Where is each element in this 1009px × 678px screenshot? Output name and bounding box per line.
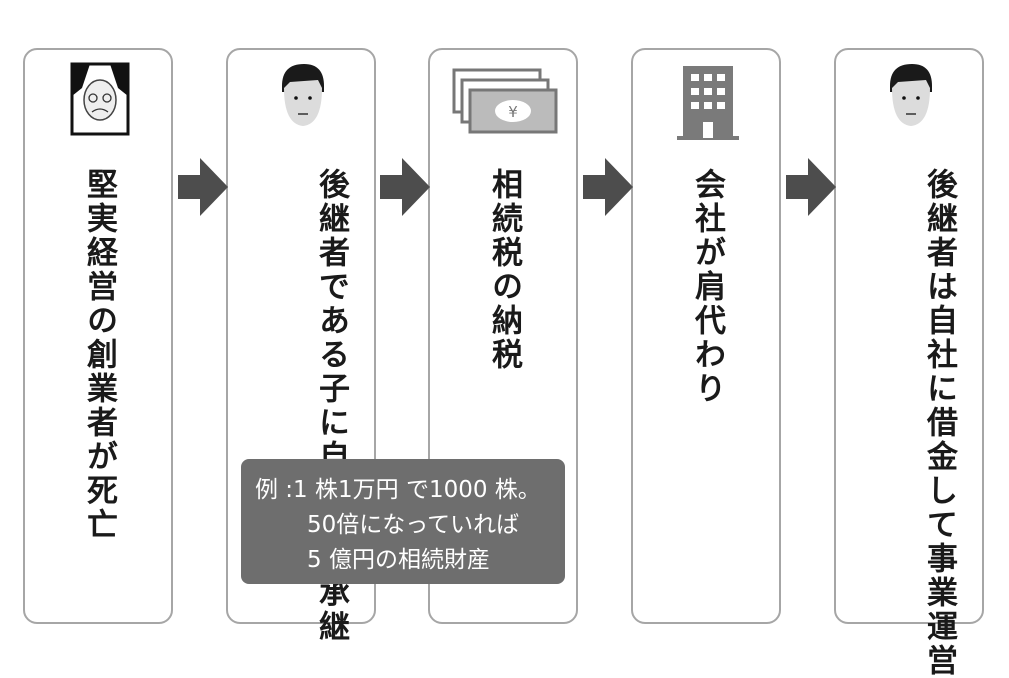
note-line-2: 50倍になっていれば — [307, 512, 520, 538]
man-face-icon — [282, 64, 324, 126]
step-text-1: 堅実経営の創業者が死亡 — [81, 168, 117, 542]
portrait-icon — [70, 62, 130, 136]
arrow-right-icon — [583, 158, 633, 216]
example-note: 例 :1 株1万円 で1000 株。 50倍になっていれば 5 億円の相続財産 — [241, 459, 565, 584]
step-text-2: 後継者である子に自社株を承継 — [313, 168, 349, 644]
step-card-4: 会社が肩代わり — [631, 48, 781, 624]
svg-text:¥: ¥ — [508, 103, 518, 121]
office-building-icon — [677, 66, 739, 140]
arrow-right-icon — [786, 158, 836, 216]
man-face-icon — [890, 64, 932, 126]
note-line-3: 5 億円の相続財産 — [307, 547, 490, 573]
note-line-1: 例 :1 株1万円 で1000 株。 — [255, 477, 541, 503]
arrow-right-icon — [380, 158, 430, 216]
arrow-right-icon — [178, 158, 228, 216]
step-card-1: 堅実経営の創業者が死亡 — [23, 48, 173, 624]
step-text-4: 会社が肩代わり — [689, 168, 725, 406]
yen-banknotes-icon: ¥ — [452, 68, 558, 134]
step-card-5: 後継者は自社に借金して事業運営 — [834, 48, 984, 678]
step-text-3: 相続税の納税 — [486, 168, 522, 372]
step-text-5: 後継者は自社に借金して事業運営 — [921, 168, 957, 678]
